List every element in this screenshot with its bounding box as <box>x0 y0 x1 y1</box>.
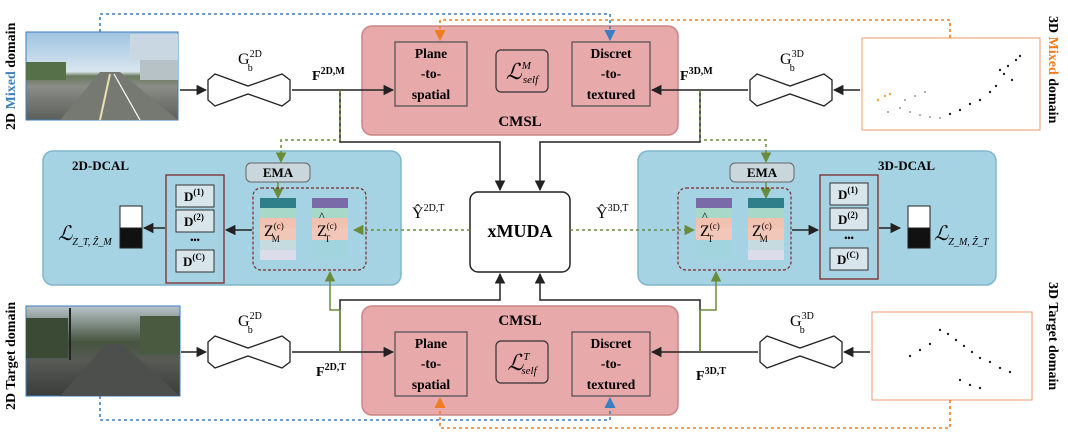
dcal-3d-title: 3D-DCAL <box>878 158 935 173</box>
z-t-hat-mark-2d: ^ <box>319 209 325 223</box>
z-t-stack-2d <box>312 198 348 260</box>
plane-label-top-2: -to- <box>421 66 441 81</box>
xmuda-box <box>469 191 571 273</box>
z-t-stack-3d <box>696 198 732 260</box>
discret-label-top-2: -to- <box>601 66 621 81</box>
plane-to-spatial-box-bottom <box>394 331 468 397</box>
orange-dashed-3d-target-to-plane <box>434 396 951 429</box>
d2-label-3d: D(2) <box>838 210 858 227</box>
d2-label-2d: D(2) <box>184 212 204 229</box>
d1-box-3d <box>829 182 869 206</box>
d1-label-3d: D(1) <box>838 185 858 202</box>
dc-box-2d <box>175 249 215 273</box>
feature-label-3d-t: F3D,T <box>696 366 726 384</box>
dots-3d: ••• <box>844 233 853 243</box>
feature-label-3d-m: F3D,M <box>680 66 713 84</box>
discret-label-top-1: Discret <box>591 46 632 61</box>
d1-box-2d <box>175 184 215 208</box>
dc-label-2d: D(C) <box>183 252 205 269</box>
domain-label-3d-mixed: 3D Mixed domain <box>1045 16 1060 124</box>
z-m-label-2d: Z(c)M <box>264 221 284 244</box>
z-m-stack-3d <box>748 198 784 260</box>
discret-label-top-3: textured <box>587 87 636 102</box>
z-group-3d <box>677 187 792 271</box>
plane-label-bottom-1: Plane <box>415 336 447 351</box>
z-t-hat-mark-3d: ^ <box>702 209 708 223</box>
dcal-3d-panel <box>637 150 997 286</box>
green-path-f3dt-to-zt <box>699 270 722 352</box>
domain-label-2d-mixed: 2D Mixed domain <box>4 22 19 130</box>
xmuda-label: xMUDA <box>488 221 553 241</box>
z-group-2d <box>252 187 367 271</box>
d1-label-2d: D(1) <box>184 187 204 204</box>
orange-dashed-3d-mixed-to-plane <box>434 19 951 42</box>
plane-label-top-3: spatial <box>412 87 451 102</box>
domain-output-white-3d <box>907 205 931 229</box>
z-t-label-3d: Z(c)T <box>700 221 720 244</box>
adv-loss-3d: ℒZ_M, Ẑ_T <box>934 223 990 248</box>
adv-loss-2d: ℒZ_T, Ẑ_M <box>58 223 112 248</box>
dc-label-3d: D(C) <box>837 250 859 267</box>
green-dotted-f3dm-to-ema <box>699 90 772 164</box>
green-dotted-f2dm-to-ema <box>275 90 341 164</box>
ema-label-2d: EMA <box>263 165 294 180</box>
discret-label-bottom-3: textured <box>587 377 636 392</box>
ema-box-3d <box>729 162 795 183</box>
z-m-stack-2d <box>260 198 296 260</box>
d2-box-2d <box>175 209 215 233</box>
discret-to-textured-box-top <box>571 41 651 107</box>
domain-label-2d-target: 2D Target domain <box>4 302 19 410</box>
discret-label-bottom-1: Discret <box>591 336 632 351</box>
d2-box-3d <box>829 207 869 231</box>
dc-box-3d <box>829 247 869 271</box>
discret-label-bottom-2: -to- <box>601 356 621 371</box>
y-hat-3d-t: Ŷ3D,T <box>596 203 628 222</box>
feature-label-2d-t: F2D,T <box>316 362 346 380</box>
2d-target-image <box>25 305 181 397</box>
plane-label-top-1: Plane <box>415 46 447 61</box>
y-hat-2d-t: Ŷ2D,T <box>412 203 444 222</box>
dots-2d: ••• <box>190 235 199 245</box>
3d-target-point-cloud <box>871 311 1033 401</box>
3d-mixed-point-cloud <box>861 37 1041 131</box>
green-path-f2dt-to-zt <box>324 270 341 352</box>
dcal-2d-title: 2D-DCAL <box>72 158 129 173</box>
2d-mixed-image <box>25 31 179 121</box>
domain-output-black-3d <box>907 227 931 249</box>
ema-label-3d: EMA <box>747 165 778 180</box>
blue-dashed-2d-target-to-discret <box>99 396 616 421</box>
discret-to-textured-box-bottom <box>571 331 651 397</box>
plane-to-spatial-box-top <box>394 41 468 107</box>
self-loss-box-top <box>495 49 549 93</box>
z-m-label-3d: Z(c)M <box>752 221 772 244</box>
cmsl-top-title: CMSL <box>498 114 541 130</box>
cmsl-bottom-title: CMSL <box>498 313 541 329</box>
self-loss-box-bottom <box>495 340 549 384</box>
plane-label-bottom-2: -to- <box>421 356 441 371</box>
blue-dashed-2d-mixed-to-discret <box>99 13 616 42</box>
domain-label-3d-target: 3D Target domain <box>1045 282 1060 390</box>
z-t-hat-label-2d: Z(c)T <box>317 221 337 244</box>
feature-label-2d-m: F2D,M <box>312 66 345 84</box>
plane-label-bottom-3: spatial <box>412 377 451 392</box>
domain-output-white-2d <box>119 205 143 229</box>
domain-output-black-2d <box>119 227 143 249</box>
